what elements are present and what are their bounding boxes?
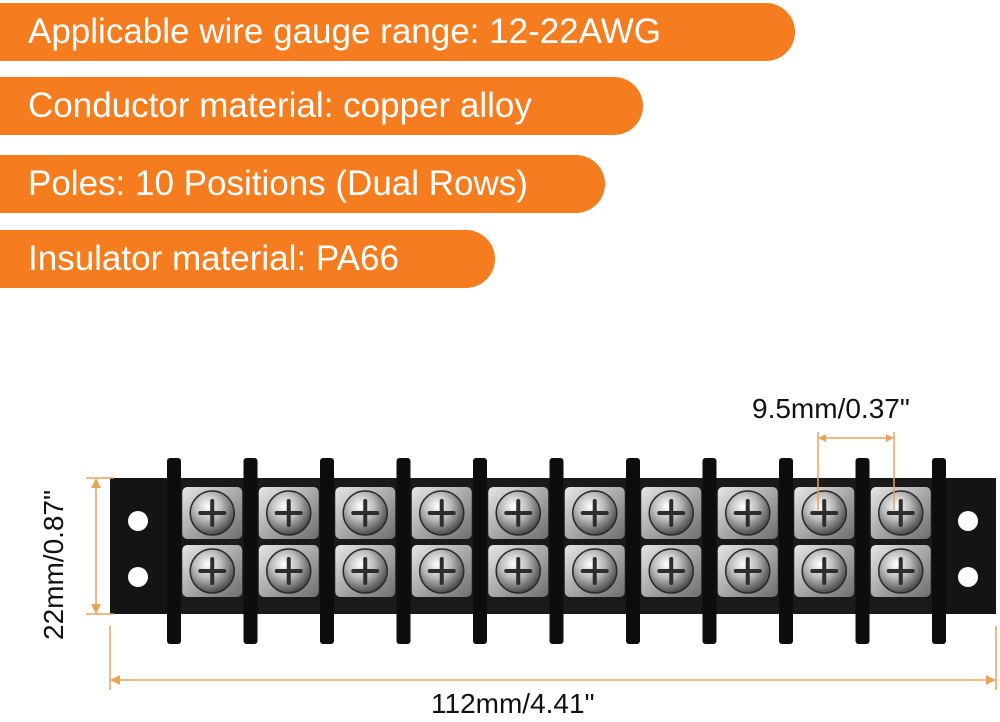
- screw-slot: [733, 499, 762, 527]
- screw-slot: [504, 557, 533, 585]
- spec-pill-wire-gauge: Applicable wire gauge range: 12-22AWG: [0, 3, 795, 61]
- mounting-hole: [128, 511, 148, 531]
- spec-pill-insulator: Insulator material: PA66: [0, 230, 495, 288]
- dimension-lines: [86, 432, 997, 690]
- screw-slot: [810, 499, 839, 527]
- barrier: [549, 458, 564, 644]
- spec-pill-poles: Poles: 10 Positions (Dual Rows): [0, 155, 605, 213]
- barrier: [320, 458, 334, 644]
- screw-slot: [351, 499, 380, 527]
- screw-slot: [427, 557, 456, 585]
- screw-slot: [886, 557, 915, 585]
- barrier: [855, 458, 870, 644]
- screw-slot: [886, 499, 915, 527]
- mounting-ear-left: [110, 478, 166, 614]
- screw-slot: [580, 499, 609, 527]
- terminal-block: [110, 458, 996, 644]
- mounting-hole: [958, 567, 978, 587]
- barrier: [626, 458, 640, 644]
- spec-pill-conductor: Conductor material: copper alloy: [0, 77, 643, 135]
- screw-slot: [274, 499, 303, 527]
- barrier: [932, 458, 946, 644]
- screw-slot: [580, 557, 609, 585]
- pitch-arrowheads: [818, 434, 894, 442]
- barrier: [167, 458, 181, 644]
- screw-slot: [810, 557, 839, 585]
- barrier: [473, 458, 487, 644]
- screw-slot: [504, 499, 533, 527]
- screw-slot: [274, 557, 303, 585]
- screw-slot: [427, 499, 456, 527]
- screw-slot: [198, 499, 227, 527]
- screw-slot: [733, 557, 762, 585]
- height-dimension-label: 22mm/0.87": [38, 489, 69, 640]
- mounting-ear-right: [940, 478, 996, 614]
- barrier: [243, 458, 258, 644]
- length-dimension-label: 112mm/4.41": [431, 688, 595, 719]
- barrier: [702, 458, 717, 644]
- mounting-hole: [128, 567, 148, 587]
- barrier: [779, 458, 793, 644]
- screw-slot: [198, 557, 227, 585]
- mounting-hole: [958, 511, 978, 531]
- barrier: [396, 458, 411, 644]
- pitch-dimension-label: 9.5mm/0.37": [752, 393, 910, 424]
- screw-slot: [657, 557, 686, 585]
- screw-slot: [351, 557, 380, 585]
- screw-slot: [657, 499, 686, 527]
